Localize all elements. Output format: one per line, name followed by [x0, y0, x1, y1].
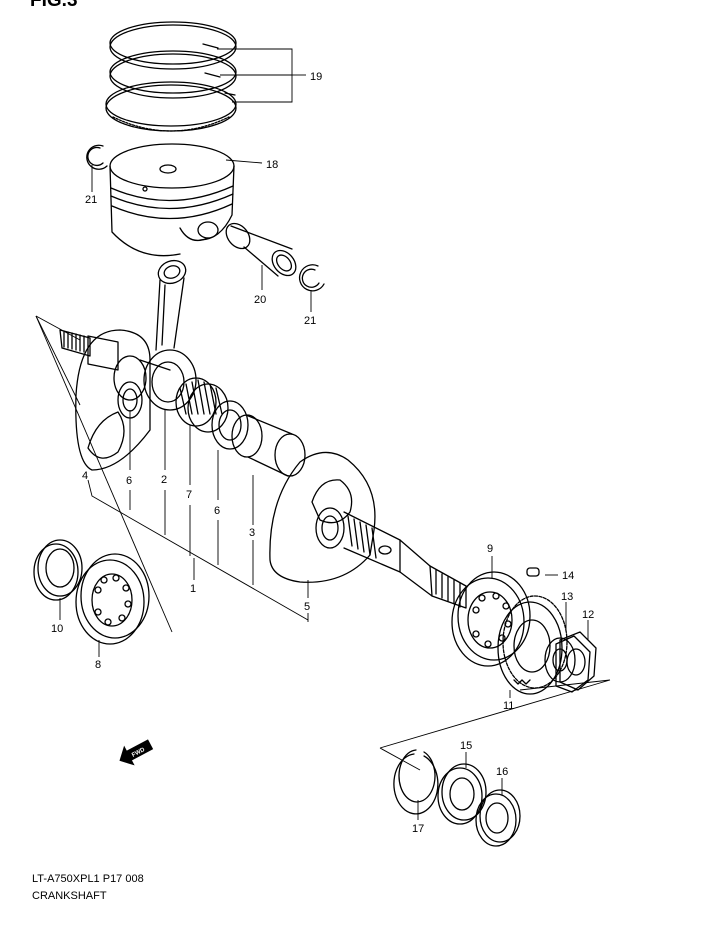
crankshaft-bearing-left — [76, 554, 149, 644]
diagram-code: LT-A750XPL1 P17 008 — [32, 873, 144, 885]
callout-1: 1 — [190, 583, 196, 595]
oil-seal-left — [34, 540, 82, 600]
callout-3: 3 — [249, 527, 255, 539]
callout-4: 4 — [82, 470, 88, 482]
callout-14: 14 — [562, 570, 574, 582]
piston-pin-circlip-left — [87, 145, 107, 169]
callout-6-right: 6 — [214, 505, 220, 517]
connecting-rod — [144, 257, 196, 410]
callout-labels: 19 18 21 20 21 4 6 2 7 6 3 1 5 10 8 9 14… — [51, 71, 594, 835]
needle-bearing — [176, 378, 228, 432]
piston-pin-circlip-right — [300, 265, 324, 291]
callout-21-right: 21 — [304, 315, 316, 327]
callout-15: 15 — [460, 740, 472, 752]
callout-2: 2 — [161, 474, 167, 486]
callout-12: 12 — [582, 609, 594, 621]
diagram-name: CRANKSHAFT — [32, 890, 107, 902]
callout-18: 18 — [266, 159, 278, 171]
piston-rings — [106, 22, 236, 131]
thrust-washer-right — [212, 401, 248, 449]
leader-lines — [35, 48, 611, 820]
gear-nut — [556, 632, 596, 692]
callout-11: 11 — [503, 700, 514, 712]
crankshaft-left — [60, 330, 170, 470]
crank-pin — [232, 415, 305, 476]
callout-5: 5 — [304, 601, 310, 613]
callout-21-left: 21 — [85, 194, 97, 206]
crankshaft-right — [270, 452, 466, 608]
callout-9: 9 — [487, 543, 493, 555]
key — [527, 568, 539, 576]
figure-title: FIG.3 — [30, 0, 78, 11]
callout-16: 16 — [496, 766, 508, 778]
callout-6-left: 6 — [126, 475, 132, 487]
callout-10: 10 — [51, 623, 63, 635]
callout-17: 17 — [412, 823, 424, 835]
forward-direction-badge: FWD — [119, 739, 154, 766]
oil-seal-right — [476, 790, 520, 846]
balancer-bearing — [438, 764, 486, 824]
piston-pin — [221, 219, 300, 280]
crankshaft-bearing-right — [452, 572, 530, 666]
callout-20: 20 — [254, 294, 266, 306]
piston — [110, 144, 234, 256]
callout-8: 8 — [95, 659, 101, 671]
callout-19: 19 — [310, 71, 322, 83]
callout-13: 13 — [561, 591, 573, 603]
callout-7: 7 — [186, 489, 192, 501]
